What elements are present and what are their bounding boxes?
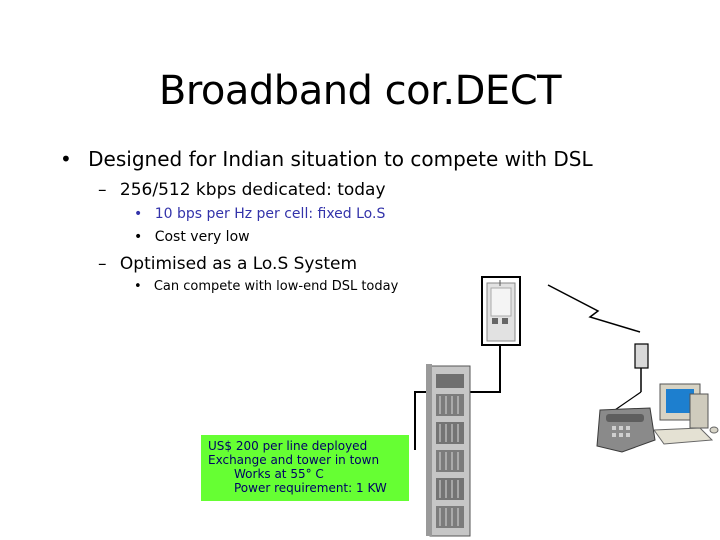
callout-line: US$ 200 per line deployed <box>208 439 409 453</box>
callout-line: Exchange and tower in town <box>208 453 409 467</box>
base-station-icon <box>482 277 520 345</box>
callout-line: Works at 55° C <box>208 467 409 481</box>
radio-link-icon <box>548 285 640 332</box>
exchange-rack-icon <box>426 364 470 536</box>
cost-callout-box: US$ 200 per line deployed Exchange and t… <box>201 435 409 501</box>
callout-line: Power requirement: 1 KW <box>208 481 409 495</box>
phone-and-computer-icon <box>597 384 718 452</box>
antenna-icon <box>635 344 648 392</box>
